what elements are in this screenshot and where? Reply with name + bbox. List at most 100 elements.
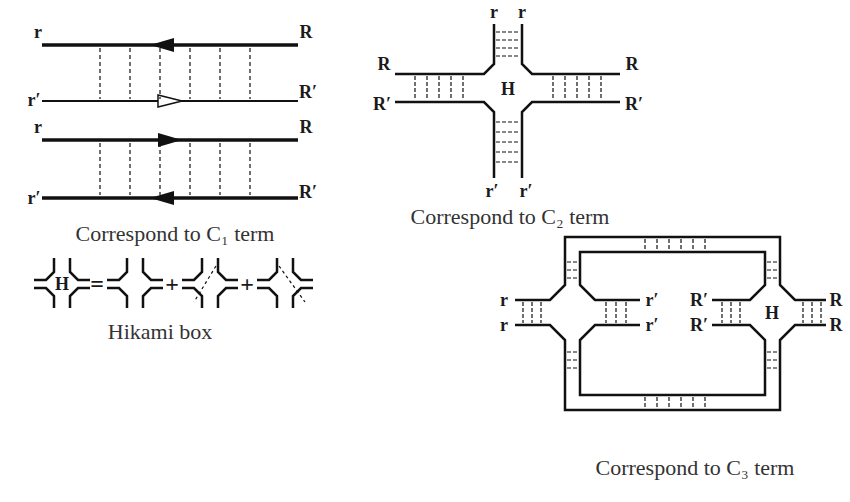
line-stroke: [496, 161, 520, 162]
line-stroke: [811, 302, 812, 323]
caption-text: Hikami box: [108, 321, 213, 343]
line-stroke: [540, 302, 541, 323]
operator-sign: +: [240, 272, 254, 296]
line-stroke: [107, 258, 163, 308]
line-stroke: [257, 258, 313, 308]
line-stroke: [219, 143, 220, 195]
loop-diagram: [515, 237, 826, 410]
line-stroke: [625, 302, 626, 323]
point-label: r: [34, 23, 42, 41]
line-stroke: [99, 48, 100, 99]
line-stroke: [496, 47, 520, 48]
line-stroke: [588, 76, 589, 100]
line-stroke: [219, 48, 220, 99]
line-stroke: [767, 269, 778, 270]
ladder-diagram: [42, 38, 298, 107]
point-label: R: [300, 118, 313, 136]
line-stroke: [194, 266, 216, 302]
line-stroke: [159, 48, 160, 99]
point-label: r′: [519, 182, 532, 200]
line-stroke: [644, 239, 645, 250]
point-label: r: [34, 118, 42, 136]
point-label: R′: [299, 183, 317, 201]
line-stroke: [414, 76, 415, 100]
hikami-label: H: [765, 304, 779, 322]
point-label: r′: [27, 189, 40, 207]
point-label: R: [300, 23, 313, 41]
point-label: R′: [373, 95, 391, 113]
line-stroke: [567, 269, 578, 270]
line-stroke: [158, 95, 182, 107]
line-stroke: [668, 397, 669, 408]
line-stroke: [496, 55, 520, 56]
point-label: R′: [299, 83, 317, 101]
point-label: R′: [690, 291, 708, 309]
line-stroke: [531, 302, 532, 323]
point-label: R′: [690, 316, 708, 334]
line-stroke: [438, 76, 439, 100]
line-stroke: [692, 239, 693, 250]
line-stroke: [100, 48, 250, 99]
line-stroke: [615, 302, 616, 323]
line-stroke: [100, 143, 250, 195]
line-stroke: [462, 76, 463, 100]
line-stroke: [704, 239, 705, 250]
line-stroke: [567, 277, 578, 278]
point-label: R: [830, 291, 843, 309]
point-label: r: [518, 3, 526, 21]
point-label: r′: [27, 91, 40, 109]
line-stroke: [680, 397, 681, 408]
line-stroke: [496, 151, 520, 152]
line-stroke: [552, 76, 553, 100]
line-stroke: [567, 261, 578, 262]
line-stroke: [34, 258, 90, 308]
line-stroke: [496, 121, 520, 122]
operator-sign: +: [165, 272, 179, 296]
point-label: R′: [625, 95, 643, 113]
point-label: r: [500, 316, 508, 334]
point-label: r′: [485, 182, 498, 200]
point-label: r: [500, 291, 508, 309]
line-stroke: [129, 143, 130, 195]
line-stroke: [739, 302, 740, 323]
line-stroke: [515, 237, 826, 300]
line-stroke: [692, 397, 693, 408]
line-stroke: [576, 76, 577, 100]
line-stroke: [450, 76, 451, 100]
caption-text: Correspond to C₂ term: [411, 206, 610, 228]
line-stroke: [767, 277, 778, 278]
line-stroke: [415, 32, 601, 162]
line-stroke: [567, 359, 578, 360]
line-stroke: [159, 143, 160, 195]
line-stroke: [158, 133, 182, 147]
ladder-diagram: [42, 133, 298, 205]
hikami-box-equation: [34, 258, 313, 308]
line-stroke: [644, 397, 645, 408]
line-stroke: [567, 367, 578, 368]
line-stroke: [767, 261, 778, 262]
line-stroke: [820, 302, 821, 323]
line-stroke: [515, 325, 826, 410]
line-stroke: [721, 302, 722, 323]
point-label: r′: [645, 291, 658, 309]
line-stroke: [182, 258, 238, 308]
line-stroke: [496, 141, 520, 142]
line-stroke: [496, 39, 520, 40]
line-stroke: [730, 302, 731, 323]
line-stroke: [567, 351, 578, 352]
line-stroke: [129, 48, 130, 99]
line-stroke: [426, 76, 427, 100]
line-stroke: [496, 31, 520, 32]
line-stroke: [605, 302, 606, 323]
crossed-ladder-diagram: [395, 24, 620, 178]
point-label: R: [830, 316, 843, 334]
line-stroke: [249, 143, 250, 195]
line-stroke: [279, 266, 305, 302]
caption-text: Correspond to C₃ term: [596, 457, 795, 479]
line-stroke: [249, 48, 250, 99]
line-stroke: [656, 397, 657, 408]
line-stroke: [496, 131, 520, 132]
line-stroke: [189, 143, 190, 195]
